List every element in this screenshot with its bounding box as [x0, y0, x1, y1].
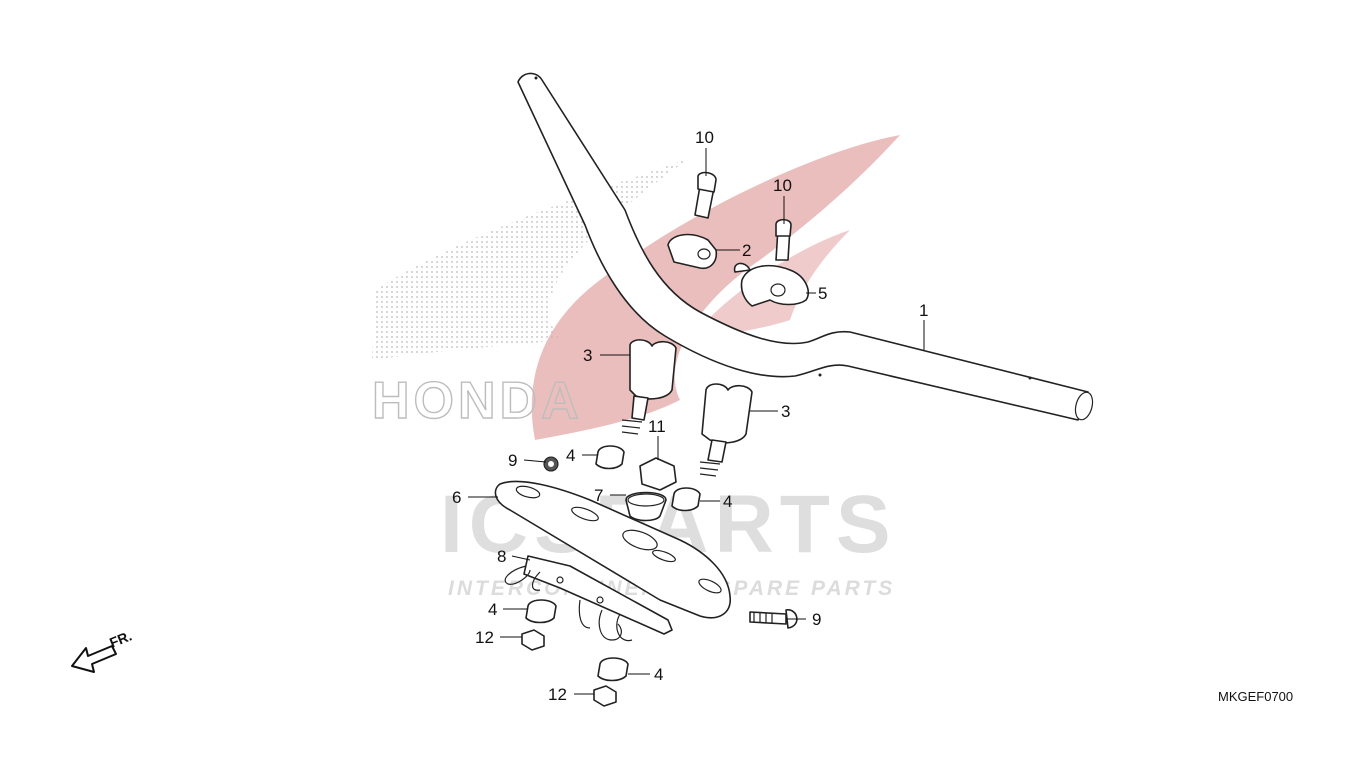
front-direction-arrow: FR. [71, 627, 134, 673]
washer-9 [543, 456, 559, 472]
callout-9-right: 9 [812, 610, 821, 629]
upper-holder-5 [733, 262, 810, 307]
callout-5: 5 [818, 284, 827, 303]
leader-lines [468, 148, 925, 695]
damper-4-c [525, 599, 557, 624]
callout-10-right: 10 [773, 176, 792, 195]
damper-4-d [597, 657, 629, 682]
callout-10-left: 10 [695, 128, 714, 147]
callout-4-c: 4 [488, 600, 497, 619]
riser-3-right [699, 383, 753, 477]
diagram-code: MKGEF0700 [1218, 689, 1293, 704]
callout-4-b: 4 [723, 492, 732, 511]
callout-1: 1 [919, 301, 928, 320]
bracket-8 [504, 555, 673, 642]
callout-3-left: 3 [583, 346, 592, 365]
callout-6: 6 [452, 488, 461, 507]
damper-4-a [595, 445, 625, 470]
handlebar-pipe [517, 72, 1094, 421]
callouts: 10 10 2 5 1 3 3 11 9 4 6 7 4 8 4 9 12 4 … [452, 128, 928, 704]
direction-label: FR. [107, 627, 134, 650]
nut-11 [639, 457, 677, 491]
callout-4-d: 4 [654, 665, 663, 684]
callout-3-right: 3 [781, 402, 790, 421]
callout-8: 8 [497, 547, 506, 566]
bolt-10-left [694, 171, 717, 219]
arrow-left-icon [71, 645, 117, 673]
callout-2: 2 [742, 241, 751, 260]
bolt-10-right [775, 218, 792, 261]
bolt-9 [749, 609, 798, 629]
callout-9-left: 9 [508, 451, 517, 470]
callout-12-a: 12 [475, 628, 494, 647]
top-bridge-6 [494, 480, 731, 619]
watermark-brand-text: HONDA [372, 372, 583, 430]
callout-4-a: 4 [566, 446, 575, 465]
upper-holder-2 [667, 233, 718, 270]
callout-12-b: 12 [548, 685, 567, 704]
callout-7: 7 [594, 486, 603, 505]
damper-4-b [671, 487, 701, 512]
callout-11: 11 [648, 417, 666, 436]
riser-3-left [621, 339, 677, 435]
nut-12-b [593, 685, 617, 707]
collar-7 [625, 491, 667, 522]
watermark-red-wing [531, 135, 900, 440]
nut-12-a [521, 629, 545, 651]
